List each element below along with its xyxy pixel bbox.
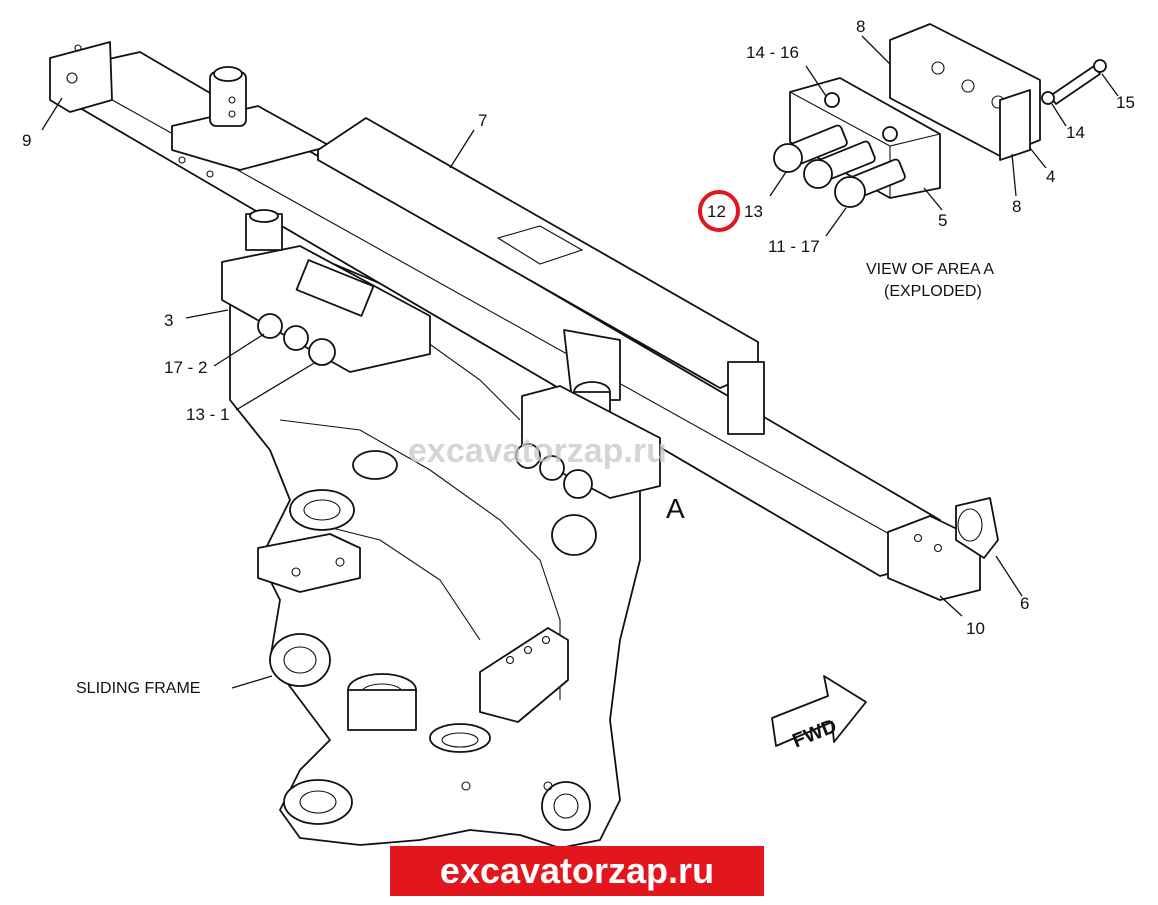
- callout-17-2: 17 - 2: [164, 358, 207, 377]
- exploded-view-drawing: [773, 23, 1107, 208]
- callout-13: 13: [744, 202, 763, 221]
- area-a-marker: A: [666, 493, 685, 524]
- callout-6: 6: [1020, 594, 1029, 613]
- leader-lines: [41, 35, 1119, 689]
- callout-4: 4: [1046, 167, 1055, 186]
- callout-12: 12: [707, 202, 726, 221]
- callout-14: 14: [1066, 123, 1085, 142]
- cross-beam-drawing: [49, 41, 999, 601]
- callout-5: 5: [938, 211, 947, 230]
- sliding-frame-label: SLIDING FRAME: [76, 680, 200, 697]
- view-caption-line2: (EXPLODED): [884, 283, 982, 300]
- callout-3: 3: [164, 311, 173, 330]
- highlight-ring: [698, 190, 740, 232]
- view-caption-line1: VIEW OF AREA A: [866, 261, 994, 278]
- callout-7: 7: [478, 111, 487, 130]
- callout-14-16: 14 - 16: [746, 43, 799, 62]
- callout-11-17: 11 - 17: [768, 237, 820, 256]
- callout-13-1: 13 - 1: [186, 405, 229, 424]
- callout-15: 15: [1116, 93, 1135, 112]
- callout-8-bottom: 8: [1012, 197, 1021, 216]
- forward-direction-arrow: FWD: [771, 675, 867, 753]
- watermark-text: excavatorzap.ru: [408, 432, 667, 470]
- callout-10: 10: [966, 619, 985, 638]
- callout-labels: 9 7 3 17 - 2 13 - 1 14 - 16 8 15 14 4 8 …: [22, 17, 1135, 697]
- callout-9: 9: [22, 131, 31, 150]
- callout-8-top: 8: [856, 17, 865, 36]
- site-banner: excavatorzap.ru: [390, 846, 764, 896]
